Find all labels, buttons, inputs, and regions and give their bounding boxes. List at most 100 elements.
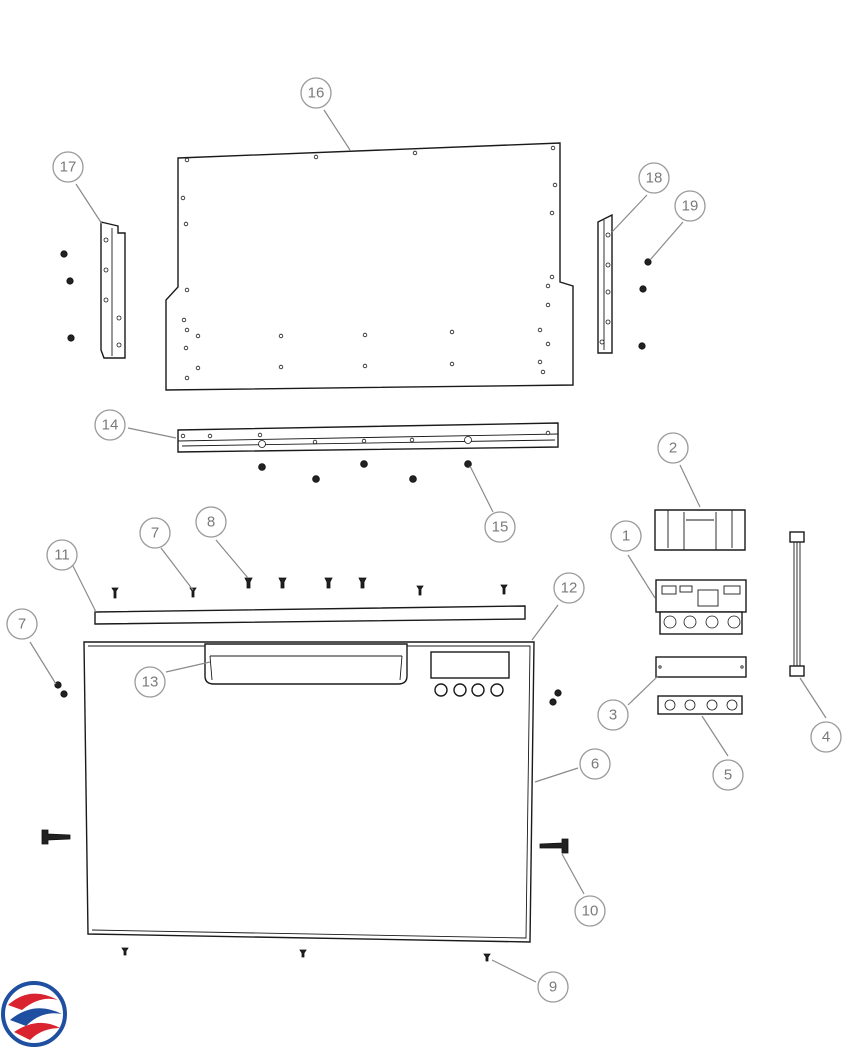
callout-number: 2 [669, 440, 677, 457]
panel-hole [549, 274, 555, 280]
part-6-door-panel [83, 641, 535, 943]
callout-11: 11 [46, 539, 78, 571]
callout-circle [712, 759, 744, 791]
callout-8: 8 [195, 506, 227, 538]
callout-number: 11 [54, 547, 70, 564]
part-10-door-screws [41, 829, 569, 854]
callout-number: 12 [561, 580, 578, 597]
callout-circle [574, 895, 606, 927]
panel-hole [184, 287, 190, 293]
callout-number: 15 [492, 519, 509, 536]
panel-hole [184, 375, 190, 381]
panel-hole [183, 221, 189, 227]
callout-13: 13 [134, 666, 166, 698]
callout-circle [94, 409, 126, 441]
callout-circle [6, 608, 38, 640]
callout-circle [134, 666, 166, 698]
part-11-trim-strip [94, 605, 526, 625]
part-9-bottom-screws [121, 947, 491, 962]
panel-hole [545, 302, 551, 308]
callout-circle [638, 162, 670, 194]
callout-number: 13 [142, 674, 159, 691]
callout-circle [139, 517, 171, 549]
panel-hole [180, 195, 186, 201]
callout-19: 19 [674, 190, 706, 222]
callout-number: 1 [622, 528, 630, 545]
callout-circle [579, 748, 611, 780]
callout-7: 7 [6, 608, 38, 640]
callout-1: 1 [610, 520, 642, 552]
callout-18: 18 [638, 162, 670, 194]
panel-hole [537, 359, 543, 365]
callout-4: 4 [810, 721, 842, 753]
callout-number: 9 [549, 979, 557, 996]
panel-hole [184, 327, 190, 333]
callout-number: 19 [682, 198, 699, 215]
panel-hole [412, 150, 418, 156]
callout-circle [46, 539, 78, 571]
callout-17: 17 [52, 151, 84, 183]
callout-circle [52, 151, 84, 183]
part-16-back-panel [165, 142, 574, 391]
part-15-nuts [258, 460, 472, 483]
callout-number: 16 [308, 85, 325, 102]
callout-circle [657, 432, 689, 464]
panel-hole [537, 327, 543, 333]
callout-5: 5 [712, 759, 744, 791]
callout-number: 10 [582, 903, 599, 920]
panel-hole [545, 341, 551, 347]
callout-circle [810, 721, 842, 753]
callout-number: 6 [591, 756, 599, 773]
callout-12: 12 [553, 572, 585, 604]
callout-circle [484, 511, 516, 543]
part-4-wire-harness [789, 531, 805, 677]
callout-2: 2 [657, 432, 689, 464]
callout-circle [300, 77, 332, 109]
callout-number: 14 [102, 417, 119, 434]
leader-lines [29, 109, 827, 983]
panel-hole [545, 283, 551, 289]
panel-hole [183, 345, 189, 351]
brand-swirl-logo [1, 981, 67, 1047]
part-2-control-cover [654, 509, 746, 551]
callout-15: 15 [484, 511, 516, 543]
callout-3: 3 [597, 699, 629, 731]
side-screws [60, 250, 652, 350]
callout-circle [610, 520, 642, 552]
part-14-rail [177, 422, 559, 453]
callout-16: 16 [300, 77, 332, 109]
callout-circle [597, 699, 629, 731]
callout-9: 9 [537, 971, 569, 1003]
panel-hole [362, 332, 368, 338]
callout-number: 17 [60, 159, 77, 176]
panel-hole [362, 363, 368, 369]
callout-number: 4 [822, 729, 830, 746]
panel-hole [184, 157, 190, 163]
callout-number: 8 [207, 514, 215, 531]
panel-hole [552, 182, 558, 188]
callout-10: 10 [574, 895, 606, 927]
panel-hole [449, 329, 455, 335]
callout-number: 7 [18, 616, 26, 633]
panel-hole [278, 364, 284, 370]
panel-hole [195, 333, 201, 339]
door-side-nuts [54, 681, 562, 706]
callout-14: 14 [94, 409, 126, 441]
panel-hole [449, 361, 455, 367]
callout-6: 6 [579, 748, 611, 780]
callout-7: 7 [139, 517, 171, 549]
part-18-right-bracket [597, 213, 613, 354]
panel-hole [540, 369, 546, 375]
callout-circle [537, 971, 569, 1003]
part-7-8-screws [111, 577, 508, 599]
part-1-control-board [655, 579, 747, 635]
callout-circle [674, 190, 706, 222]
callout-number: 3 [609, 707, 617, 724]
callout-circle [553, 572, 585, 604]
callout-number: 5 [724, 767, 732, 784]
callout-circle [195, 506, 227, 538]
panel-hole [313, 154, 319, 160]
panel-hole [181, 317, 187, 323]
